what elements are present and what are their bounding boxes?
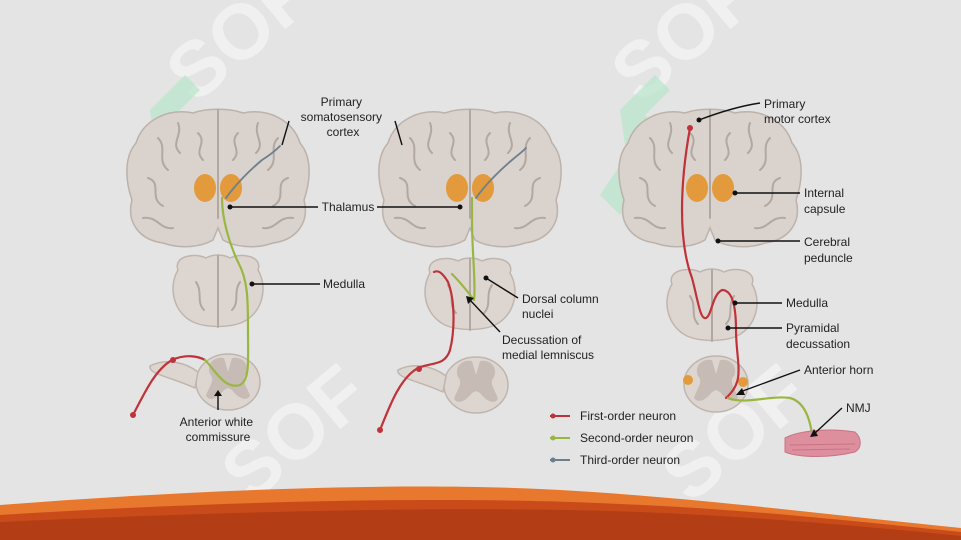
upper-motor-neuron-body <box>687 125 693 131</box>
legend-item-third-order: Third-order neuron <box>550 453 680 467</box>
spinal-cord-section <box>443 356 509 414</box>
legend: First-order neuron Second-order neuron T… <box>550 409 693 467</box>
anterior-horn-marker <box>683 375 693 385</box>
legend-label: Third-order neuron <box>580 453 680 467</box>
leader-dot <box>715 238 721 244</box>
footer-wave-band <box>0 509 961 540</box>
third-order-neuron-path <box>225 145 281 199</box>
second-order-neuron-path <box>203 196 250 387</box>
brain-section <box>617 108 803 248</box>
brain-section <box>125 108 311 248</box>
muscle-fiber <box>784 429 861 457</box>
first-order-cell-body <box>170 357 176 363</box>
leader-line <box>698 102 761 121</box>
footer-wave <box>0 486 961 540</box>
legend-swatch-dot <box>550 457 556 463</box>
label-medulla: Medulla <box>323 277 365 291</box>
label-nmj: NMJ <box>846 401 871 415</box>
spinal-cord-section <box>195 353 261 411</box>
first-order-ending <box>130 412 136 418</box>
leader-arrow <box>810 429 818 437</box>
first-order-neuron-path <box>378 270 455 432</box>
label-primary-somatosensory-cortex: Primary somatosensory cortex <box>301 95 386 139</box>
label-pyramidal-decussation: Pyramidal decussation <box>786 321 850 351</box>
second-order-neuron-path <box>450 196 476 302</box>
first-order-cell-body <box>416 366 422 372</box>
leader-line <box>469 299 501 333</box>
leader-dot <box>483 275 489 281</box>
legend-label: Second-order neuron <box>580 431 693 445</box>
label-internal-capsule: Internal capsule <box>804 186 847 216</box>
label-anterior-white-commissure: Anterior white commissure <box>180 415 257 444</box>
label-cerebral-peduncle: Cerebral peduncle <box>804 235 853 265</box>
first-order-ending <box>377 427 383 433</box>
muscle-striation <box>789 443 856 451</box>
label-decussation-medial-lemniscus: Decussation of medial lemniscus <box>502 333 594 362</box>
medulla-section <box>172 254 264 328</box>
label-primary-motor-cortex: Primary motor cortex <box>764 97 831 126</box>
label-dorsal-column-nuclei: Dorsal column nuclei <box>522 292 602 321</box>
leader-arrow <box>736 388 745 395</box>
leader-dot <box>732 190 738 196</box>
anterior-horn-marker <box>738 377 748 387</box>
leader-dot <box>457 204 463 210</box>
leader-arrow <box>466 296 474 304</box>
leader-line <box>813 407 843 435</box>
legend-item-first-order: First-order neuron <box>550 409 676 423</box>
leader-line <box>485 277 519 299</box>
corticospinal-panel: Primary motor cortex Internal capsule Ce… <box>617 97 873 457</box>
leader-line <box>281 120 290 146</box>
dorsal-column-panel: Thalamus Dorsal column nuclei Decussatio… <box>322 108 602 433</box>
first-order-neuron-path <box>680 126 740 400</box>
legend-label: First-order neuron <box>580 409 676 423</box>
label-medulla-motor: Medulla <box>786 296 828 310</box>
leader-dot <box>249 281 255 287</box>
leader-dot <box>732 300 738 306</box>
dorsal-root-ganglion <box>397 364 447 394</box>
legend-swatch-dot <box>550 413 556 419</box>
leader-line <box>739 369 801 393</box>
legend-item-second-order: Second-order neuron <box>550 431 693 445</box>
leader-dot <box>696 117 702 123</box>
leader-line <box>394 120 403 146</box>
legend-swatch-dot <box>550 435 556 441</box>
leader-arrow <box>214 390 222 396</box>
second-order-neuron-path <box>726 396 814 436</box>
leader-dot <box>227 204 233 210</box>
brain-section <box>377 108 563 248</box>
spinothalamic-panel: Primary somatosensory cortex Medulla Ant… <box>125 95 386 444</box>
label-thalamus: Thalamus <box>322 200 375 214</box>
watermark-text: SOF <box>594 0 773 118</box>
third-order-neuron-path <box>475 147 527 199</box>
leader-dot <box>725 325 731 331</box>
label-anterior-horn: Anterior horn <box>804 363 873 377</box>
